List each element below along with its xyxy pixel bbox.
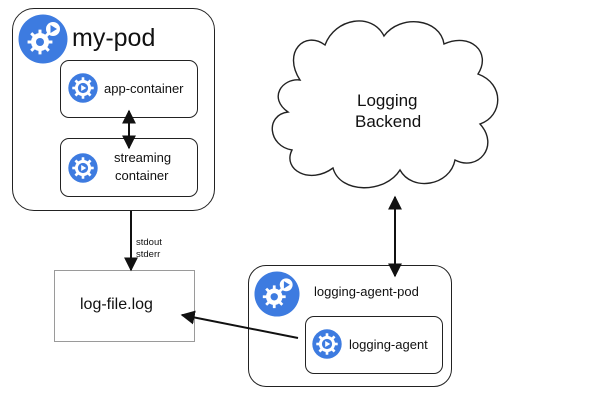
streaming-container-label-line1: streaming	[114, 150, 172, 165]
log-file-box	[54, 270, 195, 342]
streaming-container-label-line2: container	[115, 168, 169, 183]
log-file-label: log-file.log	[80, 296, 153, 313]
stdout-label: stdout	[136, 237, 162, 248]
stderr-label: stderr	[136, 249, 161, 260]
logging-agent-label: logging-agent	[349, 337, 428, 352]
logging-agent-pod-title: logging-agent-pod	[314, 284, 419, 299]
gear-play-icon	[312, 329, 342, 359]
gear-play-icon	[68, 73, 98, 103]
gear-play-icon	[18, 14, 68, 64]
backend-label-line2: Backend	[355, 112, 422, 131]
gear-play-icon	[68, 153, 98, 183]
gear-play-icon	[254, 271, 300, 317]
my-pod-title: my-pod	[72, 24, 156, 52]
agent-logfile-arrow	[180, 310, 299, 339]
app-container-label: app-container	[104, 81, 184, 96]
backend-label-line1: Logging	[357, 91, 418, 110]
